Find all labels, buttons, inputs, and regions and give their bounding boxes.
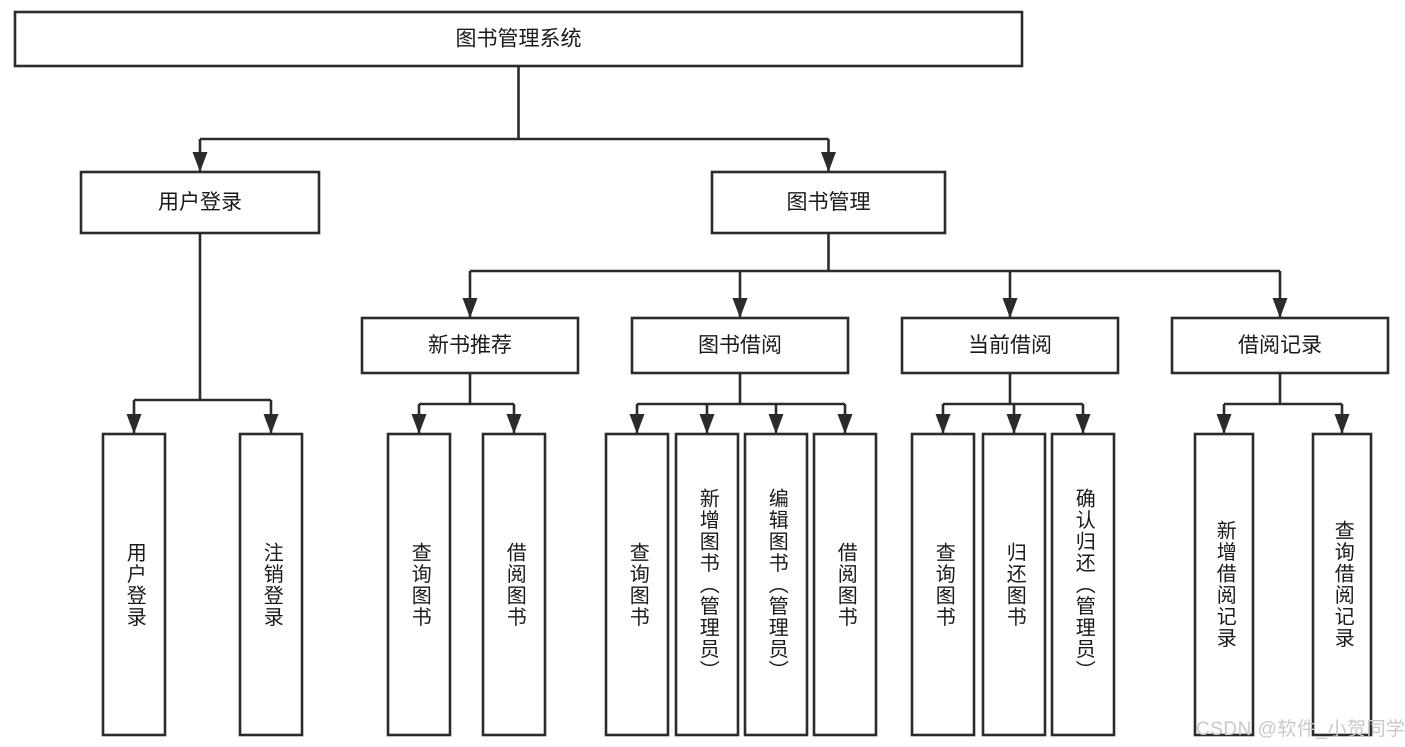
arrow-head-icon <box>1216 414 1232 434</box>
node-box <box>386 432 452 737</box>
node-box <box>812 432 878 737</box>
node-box <box>101 432 167 737</box>
arrow-head-icon <box>1075 414 1091 434</box>
arrow-head-icon <box>699 414 715 434</box>
node-user-login[interactable]: 用户登录 <box>79 170 321 235</box>
node-label: 图书借阅 <box>698 334 782 357</box>
watermark-text: CSDN @软件_小贺同学 <box>1196 719 1405 740</box>
node-label: 图书管理系统 <box>456 28 582 51</box>
node-box <box>743 432 809 737</box>
node-leaf-query-book-2[interactable] <box>604 432 670 737</box>
node-box <box>900 316 1120 375</box>
node-new-book-rec[interactable]: 新书推荐 <box>360 316 580 375</box>
arrow-head-icon <box>768 414 784 434</box>
arrow-head-icon <box>462 298 478 318</box>
node-leaf-confirm-return[interactable] <box>1050 432 1116 737</box>
node-label: 当前借阅 <box>968 334 1052 357</box>
node-leaf-borrow-book-1[interactable] <box>481 432 547 737</box>
node-label: 用户登录 <box>158 191 242 214</box>
node-box <box>360 316 580 375</box>
node-leaf-return-book[interactable] <box>981 432 1047 737</box>
node-leaf-user-login[interactable] <box>101 432 167 737</box>
node-box <box>481 432 547 737</box>
node-book-manage[interactable]: 图书管理 <box>710 170 947 235</box>
node-leaf-edit-book[interactable] <box>743 432 809 737</box>
node-label: 图书管理 <box>787 191 871 214</box>
node-box <box>981 432 1047 737</box>
node-box <box>630 316 850 375</box>
node-borrow-record[interactable]: 借阅记录 <box>1170 316 1390 375</box>
node-leaf-query-record[interactable] <box>1311 432 1373 737</box>
node-box <box>710 170 947 235</box>
node-current-borrow[interactable]: 当前借阅 <box>900 316 1120 375</box>
node-book-borrow[interactable]: 图书借阅 <box>630 316 850 375</box>
arrow-head-icon <box>629 414 645 434</box>
connector-layer <box>126 66 1350 434</box>
node-leaf-add-record[interactable] <box>1193 432 1255 737</box>
arrow-head-icon <box>1006 414 1022 434</box>
arrow-head-icon <box>1334 414 1350 434</box>
node-box <box>910 432 976 737</box>
node-box <box>1311 432 1373 737</box>
node-box <box>1050 432 1116 737</box>
node-leaf-query-book-1[interactable] <box>386 432 452 737</box>
arrow-head-icon <box>837 414 853 434</box>
node-leaf-add-book[interactable] <box>674 432 740 737</box>
node-box <box>79 170 321 235</box>
node-box <box>238 432 304 737</box>
arrow-head-icon <box>1272 298 1288 318</box>
arrow-head-icon <box>192 152 208 172</box>
arrow-head-icon <box>411 414 427 434</box>
node-box <box>674 432 740 737</box>
node-leaf-query-book-3[interactable] <box>910 432 976 737</box>
node-box <box>1170 316 1390 375</box>
arrow-head-icon <box>935 414 951 434</box>
arrow-head-icon <box>732 298 748 318</box>
arrow-head-icon <box>263 414 279 434</box>
node-box <box>1193 432 1255 737</box>
node-box <box>13 10 1024 68</box>
arrow-head-icon <box>1002 298 1018 318</box>
arrow-head-icon <box>821 152 836 172</box>
node-leaf-borrow-book-2[interactable] <box>812 432 878 737</box>
arrow-head-icon <box>126 414 142 434</box>
node-leaf-logout[interactable] <box>238 432 304 737</box>
node-label: 新书推荐 <box>428 334 512 357</box>
arrow-head-icon <box>506 414 522 434</box>
node-root[interactable]: 图书管理系统 <box>13 10 1024 68</box>
node-box <box>604 432 670 737</box>
node-label: 借阅记录 <box>1238 334 1322 357</box>
